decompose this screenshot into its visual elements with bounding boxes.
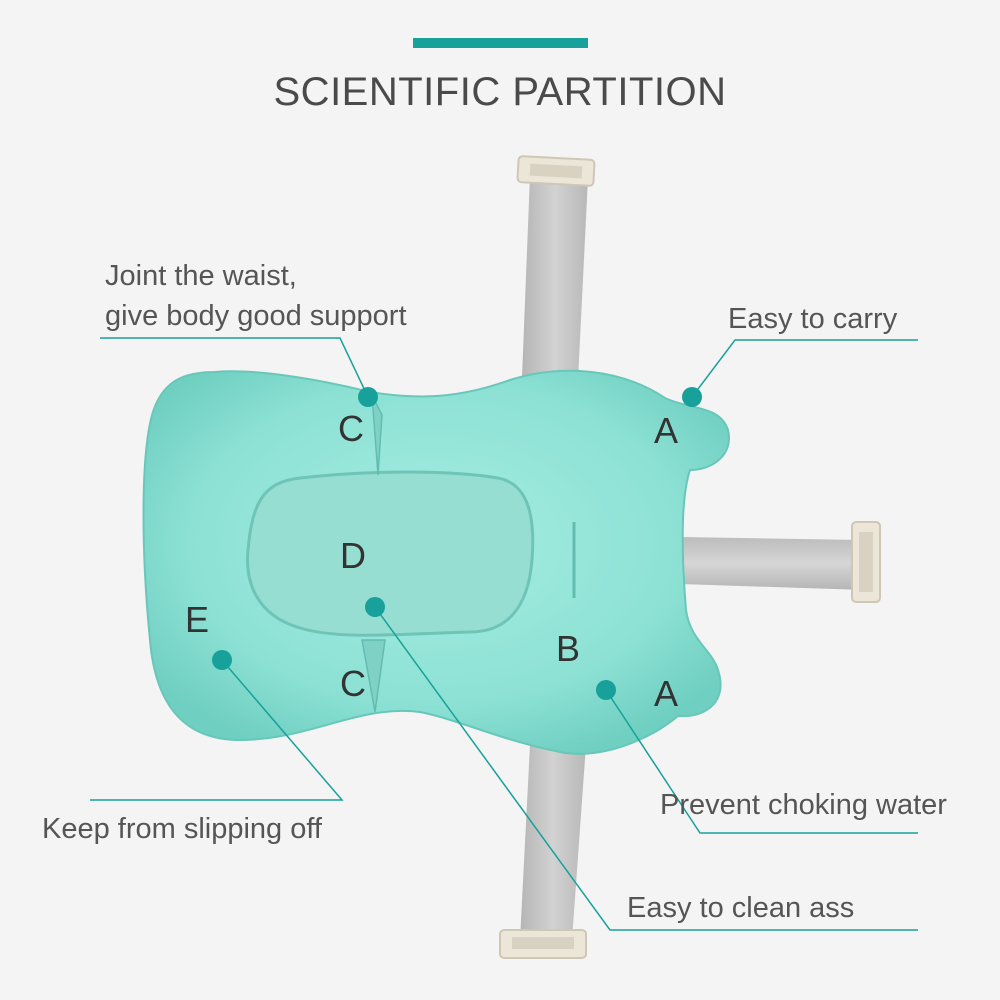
zone-c-bottom: C bbox=[340, 663, 366, 704]
callout-clean: Easy to clean ass bbox=[627, 892, 855, 924]
callout-choking: Prevent choking water bbox=[660, 789, 947, 821]
zone-d: D bbox=[340, 535, 366, 576]
zone-c-top: C bbox=[338, 408, 364, 449]
page-title: SCIENTIFIC PARTITION bbox=[273, 70, 727, 114]
title-accent-bar bbox=[413, 38, 588, 48]
callout-dots bbox=[212, 387, 702, 700]
callout-carry: Easy to carry bbox=[728, 303, 898, 335]
right-strap bbox=[680, 521, 881, 603]
callout-waist-line2: give body good support bbox=[105, 300, 407, 332]
callout-slip: Keep from slipping off bbox=[42, 813, 322, 845]
zone-b: B bbox=[556, 628, 581, 669]
callout-waist-line1: Joint the waist, bbox=[105, 260, 297, 292]
zone-e: E bbox=[185, 599, 210, 640]
callout-lines bbox=[90, 337, 918, 931]
bottom-seam bbox=[361, 639, 386, 713]
center-mesh-panel bbox=[246, 470, 535, 637]
zone-a-top: A bbox=[654, 410, 679, 451]
top-strap bbox=[516, 155, 596, 380]
zone-a-bottom: A bbox=[654, 673, 679, 714]
bottom-strap bbox=[499, 745, 587, 959]
top-seam bbox=[371, 394, 383, 476]
